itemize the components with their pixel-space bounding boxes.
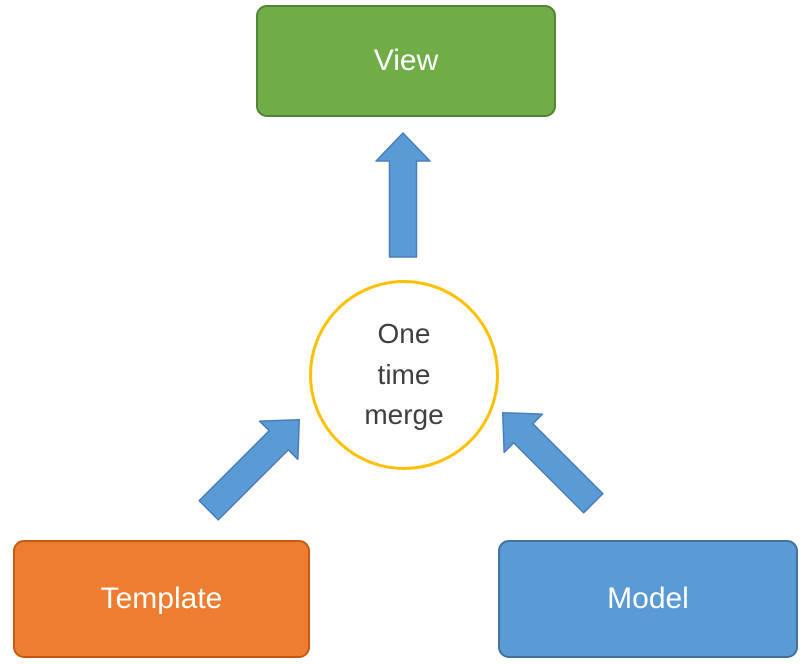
node-view-label: View (373, 44, 439, 77)
node-view: View (256, 5, 556, 117)
node-template: Template (13, 540, 310, 658)
node-merge-circle: One time merge (309, 280, 499, 470)
up-arrow-icon (375, 132, 431, 258)
node-model-label: Model (607, 582, 689, 615)
node-template-label: Template (100, 582, 223, 615)
merge-circle-line-3: merge (364, 399, 444, 431)
merge-circle-line-2: time (377, 358, 431, 390)
node-model: Model (498, 540, 798, 658)
up-right-arrow-icon (188, 399, 320, 531)
merge-circle-line-1: One (377, 318, 431, 350)
up-left-arrow-icon (482, 392, 614, 524)
